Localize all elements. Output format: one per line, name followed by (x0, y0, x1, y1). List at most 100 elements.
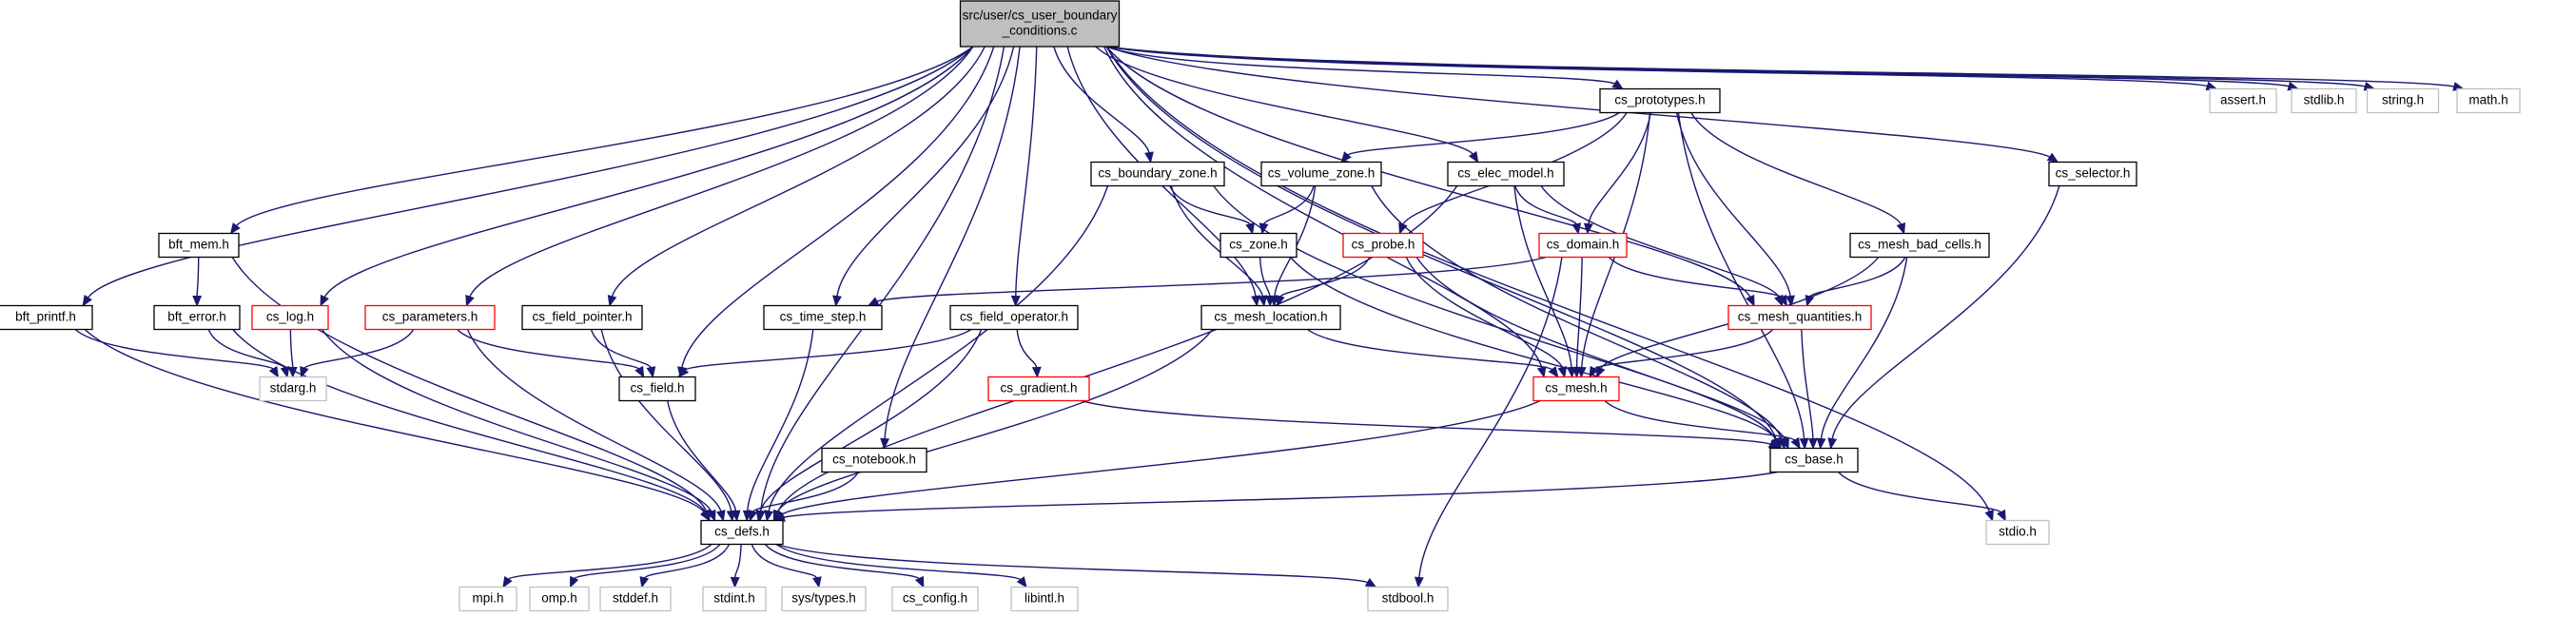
node-box (2456, 87, 2521, 114)
node-label: cs_mesh_location.h (1214, 310, 1327, 324)
dependency-edge-root-to-cs_elec_model (1095, 46, 1479, 164)
node-box (781, 586, 867, 612)
edge-line (680, 46, 995, 369)
node-box (599, 586, 672, 612)
edge-line (775, 543, 1369, 584)
node-cs-field-pointer[interactable]: cs_field_pointer.h (521, 304, 643, 331)
node-bft-printf[interactable]: bft_printf.h (0, 304, 93, 331)
node-cs-log[interactable]: cs_log.h (251, 304, 329, 331)
node-cs-base[interactable]: cs_base.h (1769, 447, 1859, 473)
node-cs-probe[interactable]: cs_probe.h (1342, 232, 1424, 259)
node-box (1367, 586, 1449, 612)
edge-arrowhead (502, 575, 513, 588)
edge-line (1105, 46, 2052, 159)
edge-line (1820, 257, 1908, 440)
node-cs-parameters[interactable]: cs_parameters.h (364, 304, 496, 331)
edge-line (231, 257, 708, 513)
edge-line (776, 329, 1214, 513)
edge-line (875, 256, 1547, 303)
edge-arrowhead (811, 576, 822, 588)
node-root[interactable]: src/user/cs_user_boundary_conditions.c (959, 0, 1121, 48)
node-cs-volume-zone[interactable]: cs_volume_zone.h (1260, 161, 1382, 187)
edge-arrowhead (715, 510, 726, 522)
dependency-edge-root-to-cs_notebook (880, 46, 1021, 450)
edge-line (1016, 329, 1038, 369)
dependency-edge-root-to-bft_printf (82, 46, 974, 307)
edge-line (466, 329, 722, 512)
dependency-edge-cs_mesh_location-to-cs_defs (772, 329, 1214, 522)
edge-arrowhead (1583, 222, 1593, 235)
edge-arrowhead (1799, 437, 1809, 450)
node-cs-field-operator[interactable]: cs_field_operator.h (949, 304, 1079, 331)
node-label: cs_zone.h (1229, 238, 1288, 252)
edge-arrowhead (300, 365, 309, 378)
node-bft-mem[interactable]: bft_mem.h (158, 232, 240, 259)
node-cs-zone[interactable]: cs_zone.h (1220, 232, 1298, 259)
node-math: math.h (2456, 87, 2521, 114)
node-box (987, 376, 1090, 402)
dependency-edge-root-to-stdio (1105, 46, 1994, 522)
dependency-edge-cs_boundary_zone-to-cs_zone (1169, 185, 1255, 235)
node-label: cs_mesh.h (1545, 381, 1607, 395)
node-cs-domain[interactable]: cs_domain.h (1538, 232, 1628, 259)
edge-arrowhead (1997, 509, 2006, 522)
dependency-edge-cs_field_operator-to-cs_field (677, 328, 972, 378)
node-cs-elec-model[interactable]: cs_elec_model.h (1447, 161, 1565, 187)
node-cs-mesh-bad-cells[interactable]: cs_mesh_bad_cells.h (1849, 232, 1990, 259)
edge-line (751, 472, 859, 513)
dependency-edge-cs_selector-to-cs_base (1827, 185, 2060, 450)
node-label: cs_mesh_quantities.h (1738, 310, 1863, 324)
node-cs-gradient[interactable]: cs_gradient.h (987, 376, 1090, 402)
edge-arrowhead (1245, 222, 1255, 235)
dependency-edge-cs_elec_model-to-cs_mesh (1513, 185, 1576, 378)
edge-line (1105, 46, 1616, 86)
edge-line (1105, 46, 1991, 513)
edge-arrowhead (1468, 150, 1479, 164)
edge-line (573, 544, 721, 580)
edge-arrowhead (320, 294, 329, 307)
node-cs-prototypes[interactable]: cs_prototypes.h (1599, 87, 1721, 114)
dependency-edge-root-to-cs_mesh_quantities (1105, 46, 1755, 307)
node-bft-error[interactable]: bft_error.h (153, 304, 241, 331)
node-label: cs_prototypes.h (1614, 93, 1705, 107)
node-label: stdbool.h (1382, 591, 1434, 606)
node-box (1985, 519, 2050, 546)
edge-line (759, 329, 983, 512)
dependency-edge-root-to-cs_boundary_zone (1053, 46, 1154, 164)
dependency-edge-root-to-cs_field_pointer (607, 46, 986, 307)
edge-line (1262, 185, 1315, 225)
node-label: cs_field.h (630, 381, 684, 395)
node-label: bft_printf.h (15, 310, 76, 324)
node-box (700, 519, 784, 546)
node-layer: src/user/cs_user_boundary_conditions.ccs… (0, 0, 2521, 612)
dependency-edge-cs_field_pointer-to-cs_defs (600, 329, 736, 522)
dependency-edge-cs_prototypes-to-cs_domain (1583, 112, 1651, 235)
node-stdbool: stdbool.h (1367, 586, 1449, 612)
node-cs-mesh[interactable]: cs_mesh.h (1532, 376, 1620, 402)
node-cs-field[interactable]: cs_field.h (618, 376, 696, 402)
node-label: cs_time_step.h (780, 310, 867, 324)
node-cs-notebook[interactable]: cs_notebook.h (821, 447, 927, 473)
dependency-edge-cs_base-to-cs_defs (773, 471, 1778, 522)
node-box (2209, 87, 2277, 114)
node-cs-boundary-zone[interactable]: cs_boundary_zone.h (1090, 161, 1225, 187)
node-box (891, 586, 979, 612)
edge-line (768, 185, 1109, 512)
node-label: cs_defs.h (714, 525, 770, 539)
node-cs-defs[interactable]: cs_defs.h (700, 519, 784, 546)
node-cs-selector[interactable]: cs_selector.h (2048, 161, 2137, 187)
edge-arrowhead (764, 510, 774, 522)
node-cs-mesh-location[interactable]: cs_mesh_location.h (1200, 304, 1341, 331)
edge-line (1015, 46, 1038, 298)
node-box (251, 304, 329, 331)
node-cs-time-step[interactable]: cs_time_step.h (763, 304, 883, 331)
node-cs-mesh-quantities[interactable]: cs_mesh_quantities.h (1727, 304, 1872, 331)
edge-line (1690, 112, 1903, 226)
dependency-edge-cs_mesh_location-to-cs_mesh (1307, 328, 1559, 378)
dependency-edge-cs_notebook-to-cs_defs (748, 472, 859, 522)
dependency-edge-root-to-cs_time_step (832, 46, 1015, 307)
edge-line (1259, 257, 1271, 298)
edge-arrowhead (914, 575, 925, 588)
dependency-edge-cs_domain-to-cs_time_step (867, 256, 1547, 307)
edge-arrowhead (570, 575, 579, 588)
